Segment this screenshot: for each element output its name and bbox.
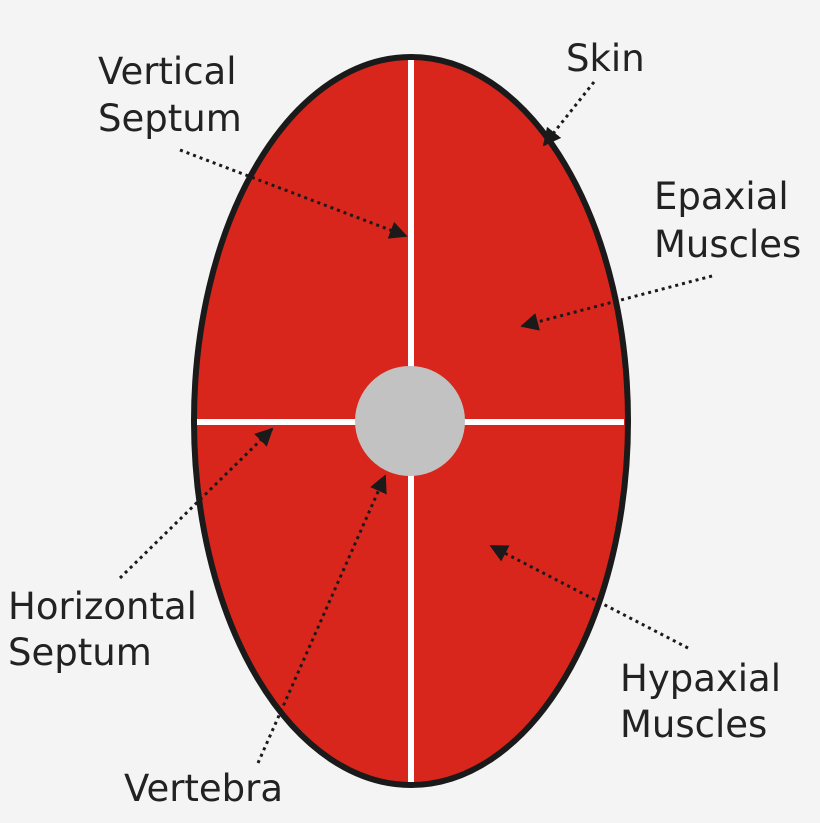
vertical-septum-label-line-2: Septum: [98, 97, 242, 140]
horizontal-septum-label-line-1: Horizontal: [8, 585, 197, 628]
epaxial-muscles-label: Epaxial Muscles: [654, 175, 801, 266]
horizontal-septum-pointer: [118, 427, 274, 580]
vertebra-label: Vertebra: [124, 767, 283, 810]
skin-label: Skin: [566, 37, 645, 80]
hypaxial-muscles-label-line-2: Muscles: [620, 703, 767, 746]
vertebra-pointer: [256, 474, 387, 764]
hypaxial-muscles-label-line-1: Hypaxial: [620, 657, 781, 700]
vertebra-circle: [355, 366, 465, 476]
horizontal-septum-label: Horizontal Septum: [8, 585, 209, 674]
vertical-septum-label-line-1: Vertical: [98, 50, 237, 93]
epaxial-muscles-pointer: [520, 274, 713, 331]
hypaxial-muscles-pointer: [489, 544, 689, 650]
skin-pointer: [542, 81, 596, 147]
horizontal-septum-label-line-2: Septum: [8, 631, 152, 674]
vertical-septum-label: Vertical Septum: [98, 50, 248, 140]
hypaxial-muscles-label: Hypaxial Muscles: [620, 657, 793, 746]
vertical-septum-pointer: [179, 148, 408, 239]
epaxial-muscles-label-line-2: Muscles: [654, 223, 801, 266]
epaxial-muscles-label-line-1: Epaxial: [654, 175, 789, 218]
